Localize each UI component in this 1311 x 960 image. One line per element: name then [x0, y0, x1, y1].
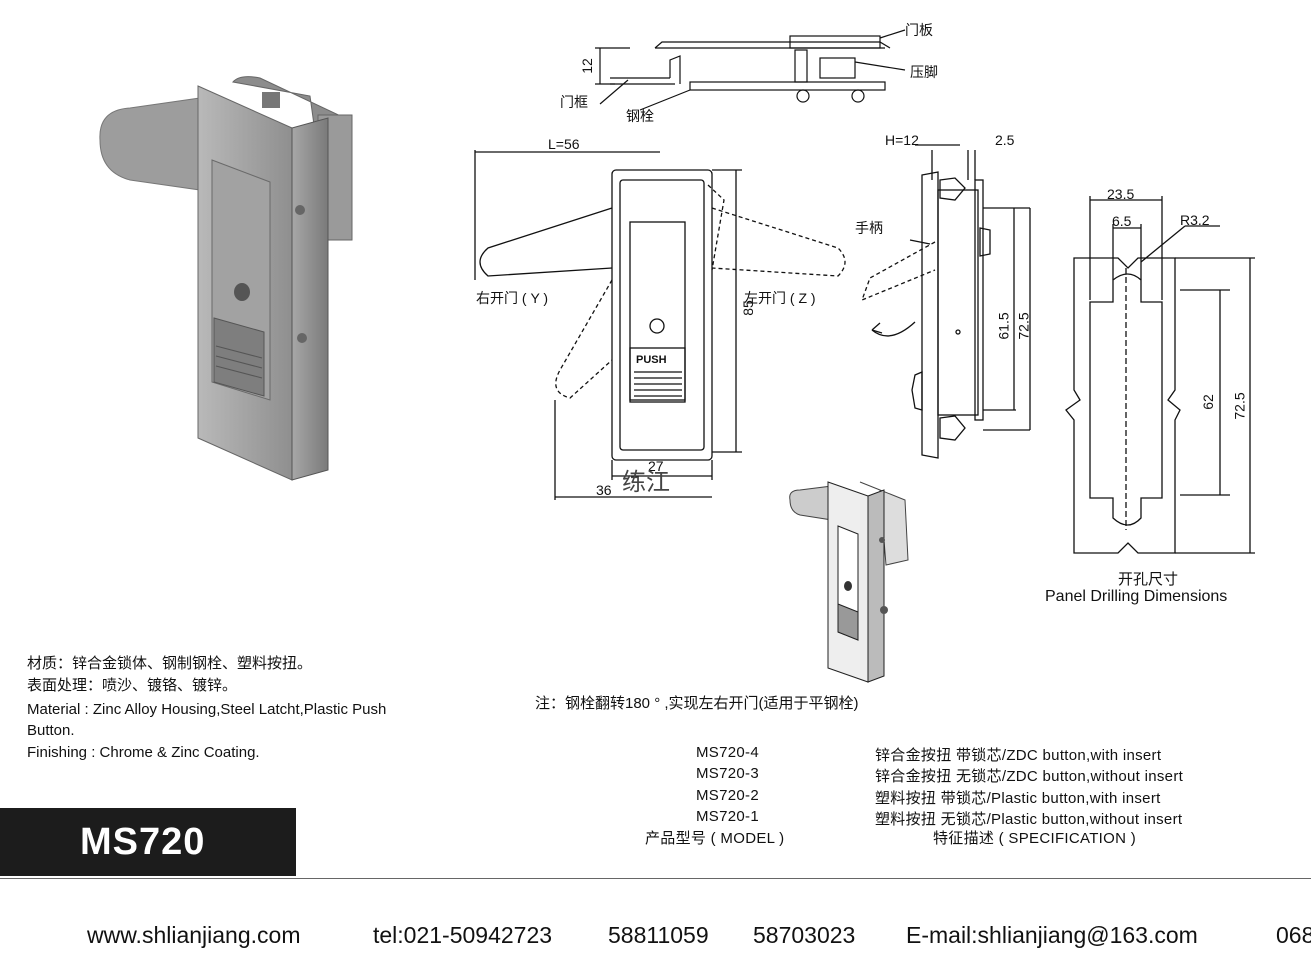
lock-render-3d: [99, 76, 353, 481]
spec-desc-4: 锌合金按扭 带锁芯/ZDC button,with insert: [875, 747, 1162, 764]
material-cn-1: 材质：锌合金锁体、钢制钢栓、塑料按扭。: [27, 655, 313, 672]
dim-72-5-side: 72.5: [1015, 312, 1032, 340]
footer-tel: tel:021-50942723: [373, 922, 553, 948]
footer-divider: [0, 878, 1311, 879]
dim-r3-2: R3.2: [1180, 212, 1210, 228]
dim-H-12: H=12: [885, 132, 919, 148]
material-en-2: Button.: [27, 722, 75, 739]
dim-27: 27: [648, 458, 664, 474]
spec-model-1: MS720-1: [696, 808, 759, 825]
label-press-foot: 压脚: [910, 64, 938, 80]
material-cn-2: 表面处理：喷沙、镀铬、镀锌。: [27, 677, 238, 694]
spec-model-4: MS720-4: [696, 744, 759, 761]
footer-email[interactable]: E-mail:shlianjiang@163.com: [906, 922, 1198, 948]
footer-tel-3: 58703023: [753, 922, 856, 948]
label-panel-cn: 开孔尺寸: [1118, 571, 1179, 588]
dim-23-5: 23.5: [1107, 186, 1135, 202]
dim-85: 85: [739, 300, 756, 316]
spec-model-2: MS720-2: [696, 787, 759, 804]
side-view: [860, 144, 1031, 459]
footer-tel-2: 58811059: [608, 922, 709, 948]
label-handle: 手柄: [855, 220, 883, 236]
finishing-en: Finishing : Chrome & Zinc Coating.: [27, 744, 260, 761]
footer-website[interactable]: www.shlianjiang.com: [87, 922, 301, 948]
dim-6-5: 6.5: [1112, 213, 1132, 229]
dim-L-56: L=56: [548, 136, 580, 152]
footer-page-number: 068: [1276, 922, 1311, 948]
label-steel-latch: 钢栓: [626, 108, 654, 124]
spec-header-model: 产品型号 ( MODEL ): [645, 830, 785, 847]
label-door-panel: 门板: [905, 22, 933, 38]
dim-12-top: 12: [578, 58, 595, 74]
label-door-frame: 门框: [560, 94, 588, 110]
dim-72-5-panel: 72.5: [1231, 392, 1248, 420]
dim-62: 62: [1199, 394, 1216, 410]
dim-36: 36: [596, 482, 612, 498]
label-push: PUSH: [636, 354, 667, 366]
model-badge: MS720: [0, 808, 296, 876]
spec-header-spec: 特征描述 ( SPECIFICATION ): [933, 830, 1136, 847]
front-view: [474, 150, 846, 500]
dim-61-5: 61.5: [995, 312, 1012, 340]
panel-drilling-view: [1065, 196, 1255, 554]
section-view-top: [595, 29, 906, 111]
label-panel-en: Panel Drilling Dimensions: [1045, 588, 1228, 605]
material-en-1: Material : Zinc Alloy Housing,Steel Latc…: [27, 701, 387, 718]
label-left-open: 左开门 ( Z ): [744, 290, 816, 306]
spec-model-3: MS720-3: [696, 765, 759, 782]
lock-render-small: [789, 481, 909, 683]
spec-desc-3: 锌合金按扭 无锁芯/ZDC button,without insert: [875, 768, 1184, 785]
note: 注：钢栓翻转180 ° ,实现左右开门(适用于平钢栓): [535, 695, 859, 712]
dim-2-5: 2.5: [995, 132, 1015, 148]
spec-desc-1: 塑料按扭 无锁芯/Plastic button,without insert: [875, 811, 1183, 828]
label-right-open: 右开门 ( Y ): [476, 290, 549, 306]
spec-desc-2: 塑料按扭 带锁芯/Plastic button,with insert: [875, 790, 1161, 807]
watermark: 练江: [622, 468, 670, 496]
